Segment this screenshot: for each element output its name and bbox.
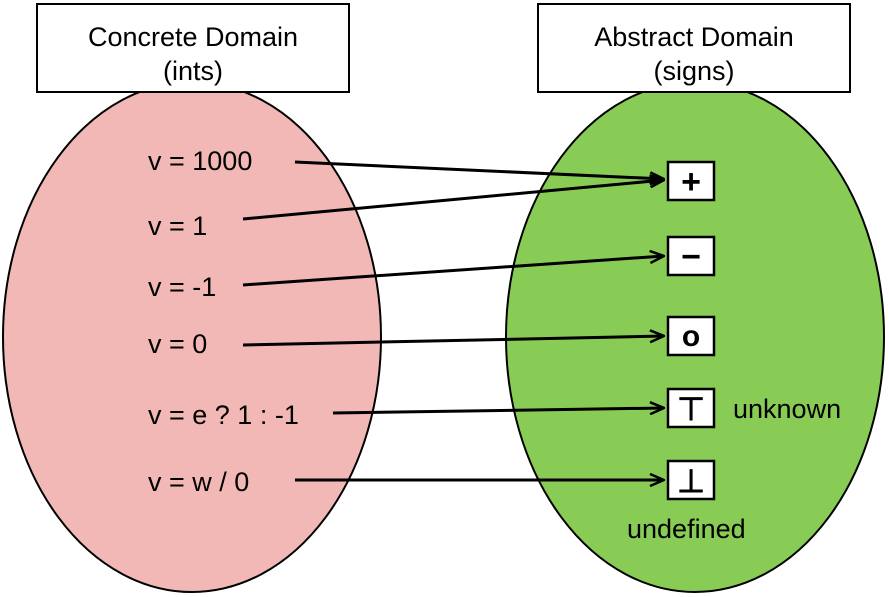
plus-sign: +	[681, 163, 701, 201]
zero-sign-box	[666, 315, 716, 357]
top-sign-box	[666, 387, 716, 429]
concrete-value: v = -1	[148, 272, 216, 302]
unknown-label: unknown	[733, 394, 841, 424]
concrete-value: v = e ? 1 : -1	[148, 400, 299, 430]
concrete-domain-title: Concrete Domain	[88, 22, 298, 52]
abstract-domain-subtitle: (signs)	[653, 56, 734, 86]
concrete-value: v = w / 0	[148, 467, 249, 497]
zero-sign: o	[682, 320, 700, 353]
concrete-domain-subtitle: (ints)	[163, 56, 223, 86]
mapping-arrow	[242, 256, 664, 287]
bottom-sign-box	[666, 459, 716, 501]
mapping-arrow	[294, 160, 664, 179]
concrete-value: v = 1	[148, 211, 207, 241]
mapping-arrow	[242, 336, 664, 347]
top-sign: ⊤	[677, 391, 705, 427]
minus-sign-box	[666, 235, 716, 277]
bottom-sign: ⊥	[677, 463, 705, 499]
abstract-domain-title-box	[537, 3, 851, 93]
minus-sign: −	[681, 238, 701, 276]
concrete-value: v = 1000	[148, 146, 252, 176]
mapping-arrow	[332, 408, 664, 413]
mapping-arrow	[242, 180, 664, 221]
abstract-domain-title: Abstract Domain	[594, 22, 794, 52]
undefined-label: undefined	[627, 514, 746, 544]
plus-sign-box	[666, 160, 716, 202]
concrete-value: v = 0	[148, 329, 207, 359]
concrete-domain-title-box	[36, 3, 350, 93]
